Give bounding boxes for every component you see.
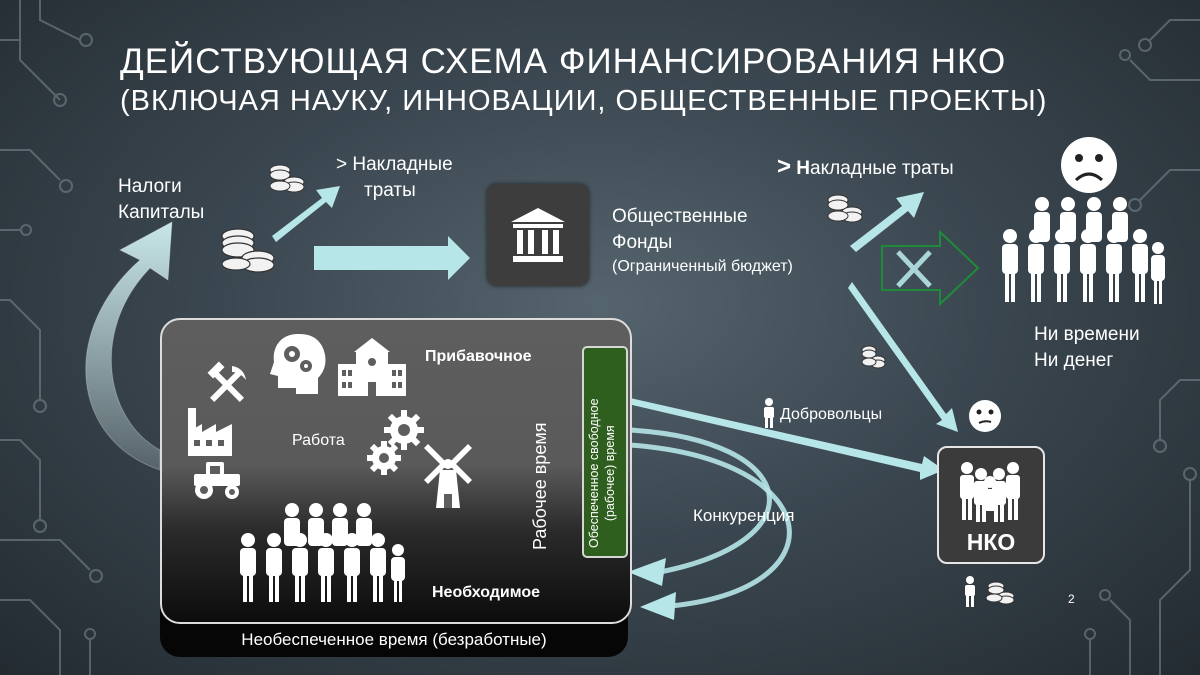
coins-icon [269,164,305,193]
person-with-coins-icon [965,576,1015,607]
page-number: 2 [1068,592,1075,606]
volunteer-person-icon [764,398,774,428]
secured-time-line2: (рабочее) время [603,425,617,522]
necessary-label: Необходимое [432,584,541,601]
fund-line2: Фонды [612,232,673,253]
coins-small-icon [861,345,886,369]
workers-crowd-icon [240,503,405,602]
hammer-pick-icon [207,361,246,402]
overhead-left-line2: траты [364,180,416,201]
overhead-right-label: > Накладные траты [777,154,954,182]
school-building-icon [338,338,406,396]
fund-budget-note: (Ограниченный бюджет) [612,258,793,275]
coins-stack-icon [221,228,275,273]
nko-label: НКО [966,529,1016,555]
sad-face-icon [1061,137,1117,193]
arrow-fund-to-nko [848,282,958,432]
neutral-face-icon [969,400,1001,432]
crossed-arrow-to-public [881,229,980,307]
surplus-label: Прибавочное [425,348,532,365]
unemployed-label: Необеспеченное время (безработные) [241,630,547,649]
competition-arrows [629,427,792,609]
public-label: Ни времени Ни денег [1034,322,1140,374]
arrow-to-overhead-right [850,192,924,252]
tractor-icon [194,462,240,499]
slide-title: ДЕЙСТВУЮЩАЯ СХЕМА ФИНАНСИРОВАНИЯ НКО [120,42,1007,81]
return-curve-arrow [85,221,173,471]
sources-label: Налоги Капиталы [118,174,204,226]
windmill-icon [424,444,472,508]
no-money-text: Ни денег [1034,350,1114,371]
head-gears-icon [270,334,326,394]
secured-time-line1: Обеспеченное свободное [587,398,601,548]
nko-box: НКО [937,446,1045,564]
labor-label: Работа [292,432,345,449]
fund-label: Общественные Фонды (Ограниченный бюджет) [612,204,793,278]
overhead-left-line1: > Накладные [336,154,453,175]
overhead-first-letter: Н [796,158,811,179]
team-icon [960,462,1020,522]
volunteers-label: Добровольцы [780,406,883,423]
competition-label: Конкуренция [693,506,795,525]
secured-time-box [582,346,628,558]
no-time-text: Ни времени [1034,324,1140,345]
slide-subtitle: (ВКЛЮЧАЯ НАУКУ, ИННОВАЦИИ, ОБЩЕСТВЕННЫЕ … [120,85,1048,117]
bank-icon [511,208,565,262]
arrow-to-overhead-left [272,186,340,242]
arrow-volunteers-to-nko [628,398,944,480]
taxes-text: Налоги [118,176,182,197]
coins-icon-right [827,194,863,223]
overhead-rest: акладные траты [810,158,954,179]
secured-time-label: Обеспеченное свободное (рабочее) время [586,398,618,548]
person-group [1002,197,1165,304]
gears-icon [367,410,424,475]
factory-icon [188,408,232,456]
overhead-gt: > [777,153,792,180]
fund-line1: Общественные [612,206,748,227]
competition-arrowhead-2 [640,592,676,620]
overhead-left-label: > Накладные траты [336,152,453,204]
capitals-text: Капиталы [118,202,205,223]
arrow-to-fund [314,236,470,280]
working-time-label: Рабочее время [530,422,550,550]
fund-box [487,184,589,286]
competition-arrowhead-1 [628,558,666,586]
crowd-icon [1002,197,1165,304]
